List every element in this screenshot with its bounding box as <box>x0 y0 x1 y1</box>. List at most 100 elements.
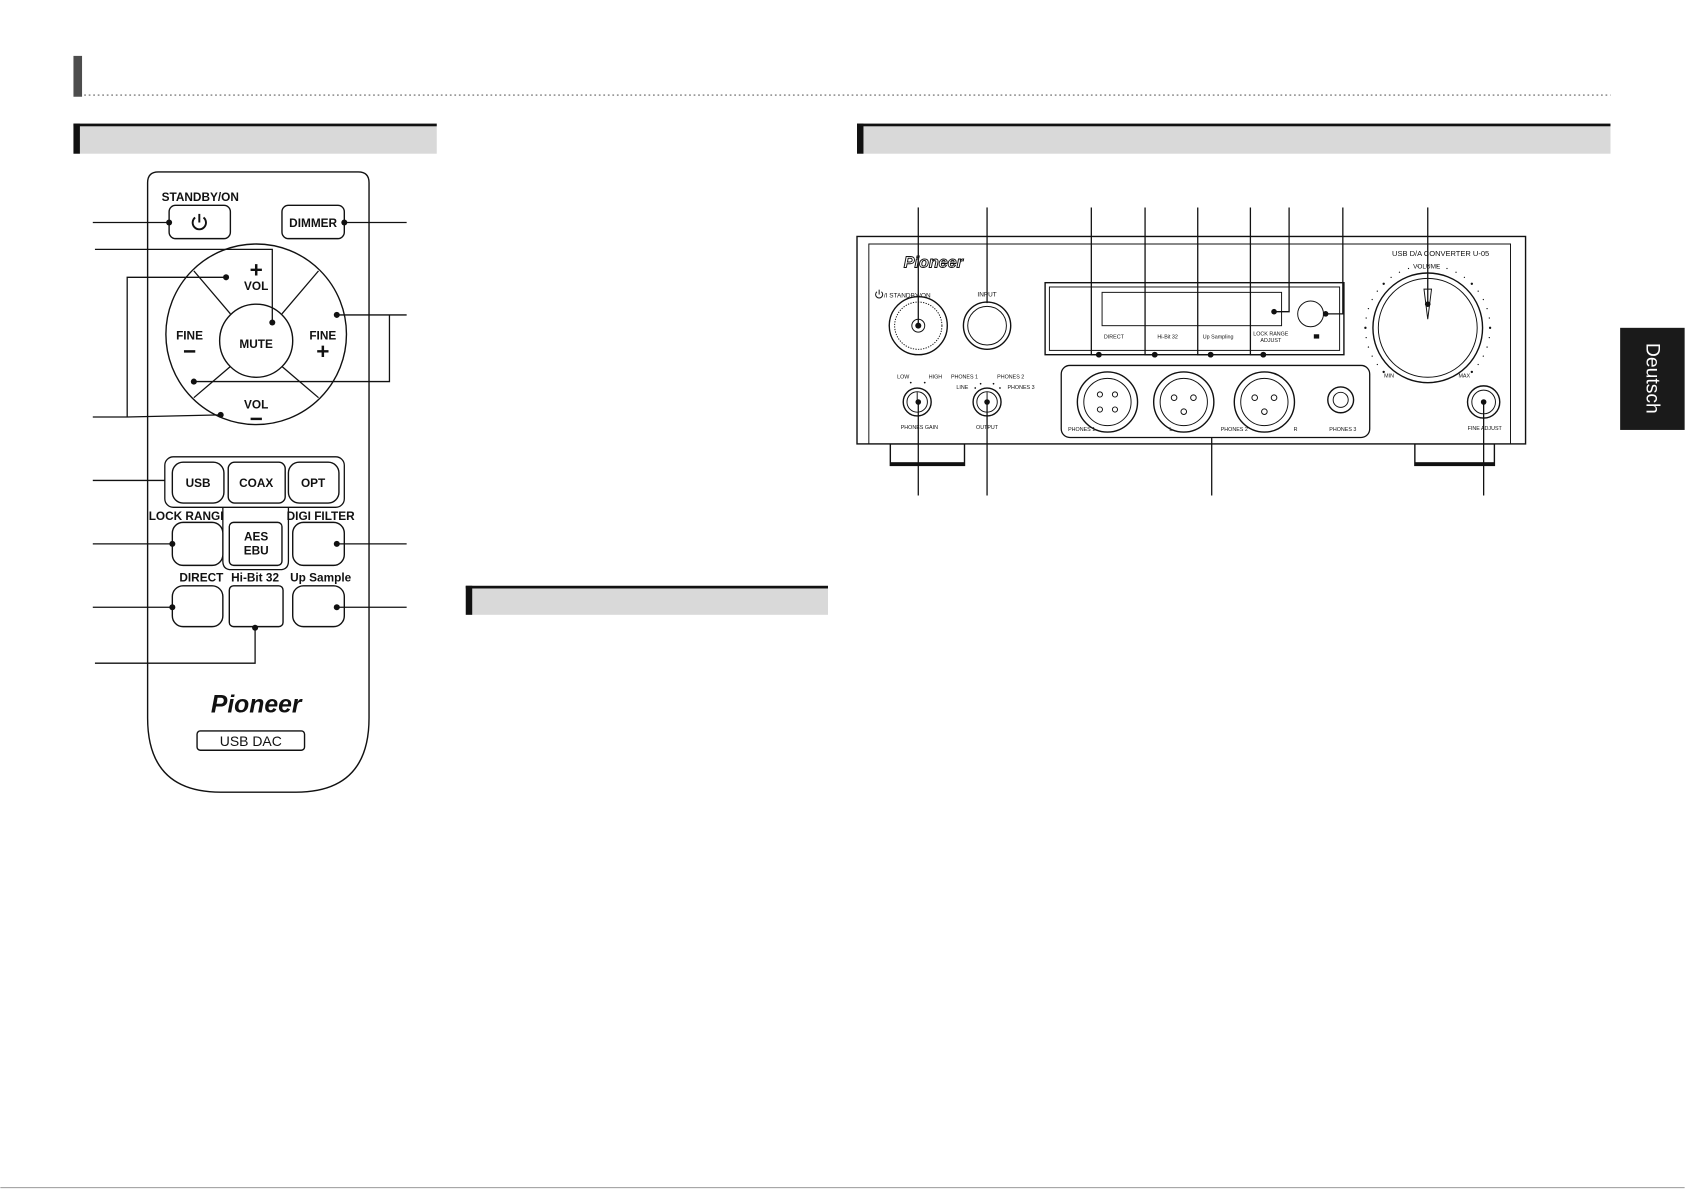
ring-divider <box>193 270 231 315</box>
output-phones3-label: PHONES 3 <box>1007 385 1034 391</box>
remote-control-illustration: STANDBY/ON DIMMER MUTE + VOL FINE − FINE… <box>92 171 407 793</box>
section-bar-front-panel <box>857 123 1611 154</box>
lock-range-button <box>171 521 224 567</box>
output-tick <box>999 387 1001 389</box>
volume-scale-tick <box>1463 276 1466 279</box>
callout-dot <box>190 378 197 385</box>
callout-dot <box>1207 351 1214 358</box>
xlr-pin <box>1096 391 1103 398</box>
fine-left-label: FINE <box>176 329 203 343</box>
aes-label: AES <box>244 530 268 544</box>
callout-dot <box>1480 399 1487 405</box>
heading-marker <box>73 55 83 97</box>
volume-min-label: MIN <box>1384 373 1394 379</box>
model-badge: USB DAC <box>220 733 282 749</box>
fine-right-symbol: + <box>316 339 329 364</box>
volume-scale-tick <box>1407 267 1410 270</box>
coax-button <box>227 461 286 504</box>
volume-scale-tick <box>1477 363 1479 366</box>
vol-down-symbol: − <box>250 407 263 432</box>
xlr-pin <box>1251 394 1258 401</box>
model-badge-frame <box>196 730 306 751</box>
gain-tick <box>923 381 926 384</box>
xlr-pin <box>1111 406 1119 413</box>
fine-adjust-label: FINE ADJUST <box>1468 426 1503 432</box>
volume-scale-tick <box>1470 370 1474 374</box>
callout-dot <box>1096 351 1102 358</box>
callout-dot <box>217 411 224 418</box>
volume-scale-tick <box>1365 317 1367 319</box>
jack-phones3-label: PHONES 3 <box>1329 427 1356 433</box>
volume-scale-tick <box>1390 276 1392 279</box>
section-bar-marker <box>465 585 473 615</box>
gain-low-label: LOW <box>897 374 910 380</box>
callout-dot <box>252 624 259 631</box>
indicator-direct-label: DIRECT <box>1104 335 1125 341</box>
aes-group-outline <box>222 507 290 571</box>
volume-scale-tick <box>1470 282 1474 285</box>
volume-scale-tick <box>1367 307 1370 310</box>
xlr-pin <box>1190 394 1197 401</box>
ebu-label: EBU <box>244 544 269 558</box>
callout-line <box>1325 207 1344 315</box>
callout-dot <box>1322 311 1329 317</box>
display-window <box>1044 281 1345 356</box>
callout-line <box>1274 207 1290 313</box>
jack-left-label: L <box>1169 427 1172 433</box>
callout-dot <box>169 604 176 611</box>
xlr-inner <box>1083 377 1132 427</box>
indicator-up-sampling-label: Up Sampling <box>1203 335 1234 341</box>
jack-phones2-label: PHONES 2 <box>1221 427 1248 433</box>
callout-dot <box>169 540 176 547</box>
section-bar-top-rule <box>465 585 828 589</box>
volume-scale-tick <box>1376 290 1378 292</box>
xlr-pin <box>1270 394 1278 401</box>
volume-scale-tick <box>1477 290 1479 292</box>
power-icon <box>191 213 207 231</box>
fine-right-label: FINE <box>309 329 336 343</box>
volume-scale-tick <box>1364 326 1367 330</box>
section-bar-top-rule <box>857 123 1611 127</box>
section-bar-middle <box>465 585 828 615</box>
phones-gain-knob-face <box>906 391 928 413</box>
input-knob <box>962 301 1012 351</box>
phone-jack-inner <box>1332 391 1349 408</box>
lock-range-label: LOCK RANGE <box>149 509 229 523</box>
callout-dot <box>1260 351 1267 358</box>
power-icon <box>875 289 884 299</box>
callout-dot <box>333 311 340 318</box>
coax-label: COAX <box>239 476 273 490</box>
volume-scale-tick <box>1398 271 1401 273</box>
dimmer-label: DIMMER <box>289 216 337 230</box>
opt-button <box>287 461 340 504</box>
xlr-outer <box>1152 371 1215 433</box>
jack-phones1-label: PHONES 1 <box>1068 427 1095 433</box>
callout-dot <box>166 219 173 226</box>
phone-jack-outer <box>1327 386 1355 414</box>
callout-line <box>1197 207 1211 356</box>
hi-bit-button <box>228 585 284 628</box>
output-tick <box>992 382 995 385</box>
callout-bracket <box>126 276 227 418</box>
xlr-inner <box>1159 377 1208 427</box>
xlr-inner <box>1240 377 1289 427</box>
input-knob-ring <box>967 305 1007 346</box>
volume-scale-tick <box>1371 355 1373 357</box>
gain-tick <box>909 381 912 384</box>
xlr-pin <box>1096 406 1103 413</box>
mute-label: MUTE <box>239 337 273 351</box>
sensor-icon <box>1313 334 1320 339</box>
display-glass <box>1101 291 1283 327</box>
volume-scale-tick <box>1436 265 1439 267</box>
foot-left-shadow <box>890 462 965 466</box>
xlr-outer <box>1076 371 1139 433</box>
foot-right-shadow <box>1414 462 1495 466</box>
volume-scale-tick <box>1365 336 1367 339</box>
volume-scale-tick <box>1488 317 1490 319</box>
xlr-pin <box>1261 408 1268 415</box>
direct-label: DIRECT <box>179 570 224 584</box>
vol-up-symbol: + <box>250 257 263 282</box>
indicator-hi-bit-label: Hi-Bit 32 <box>1157 335 1178 341</box>
callout-dot <box>984 399 990 405</box>
